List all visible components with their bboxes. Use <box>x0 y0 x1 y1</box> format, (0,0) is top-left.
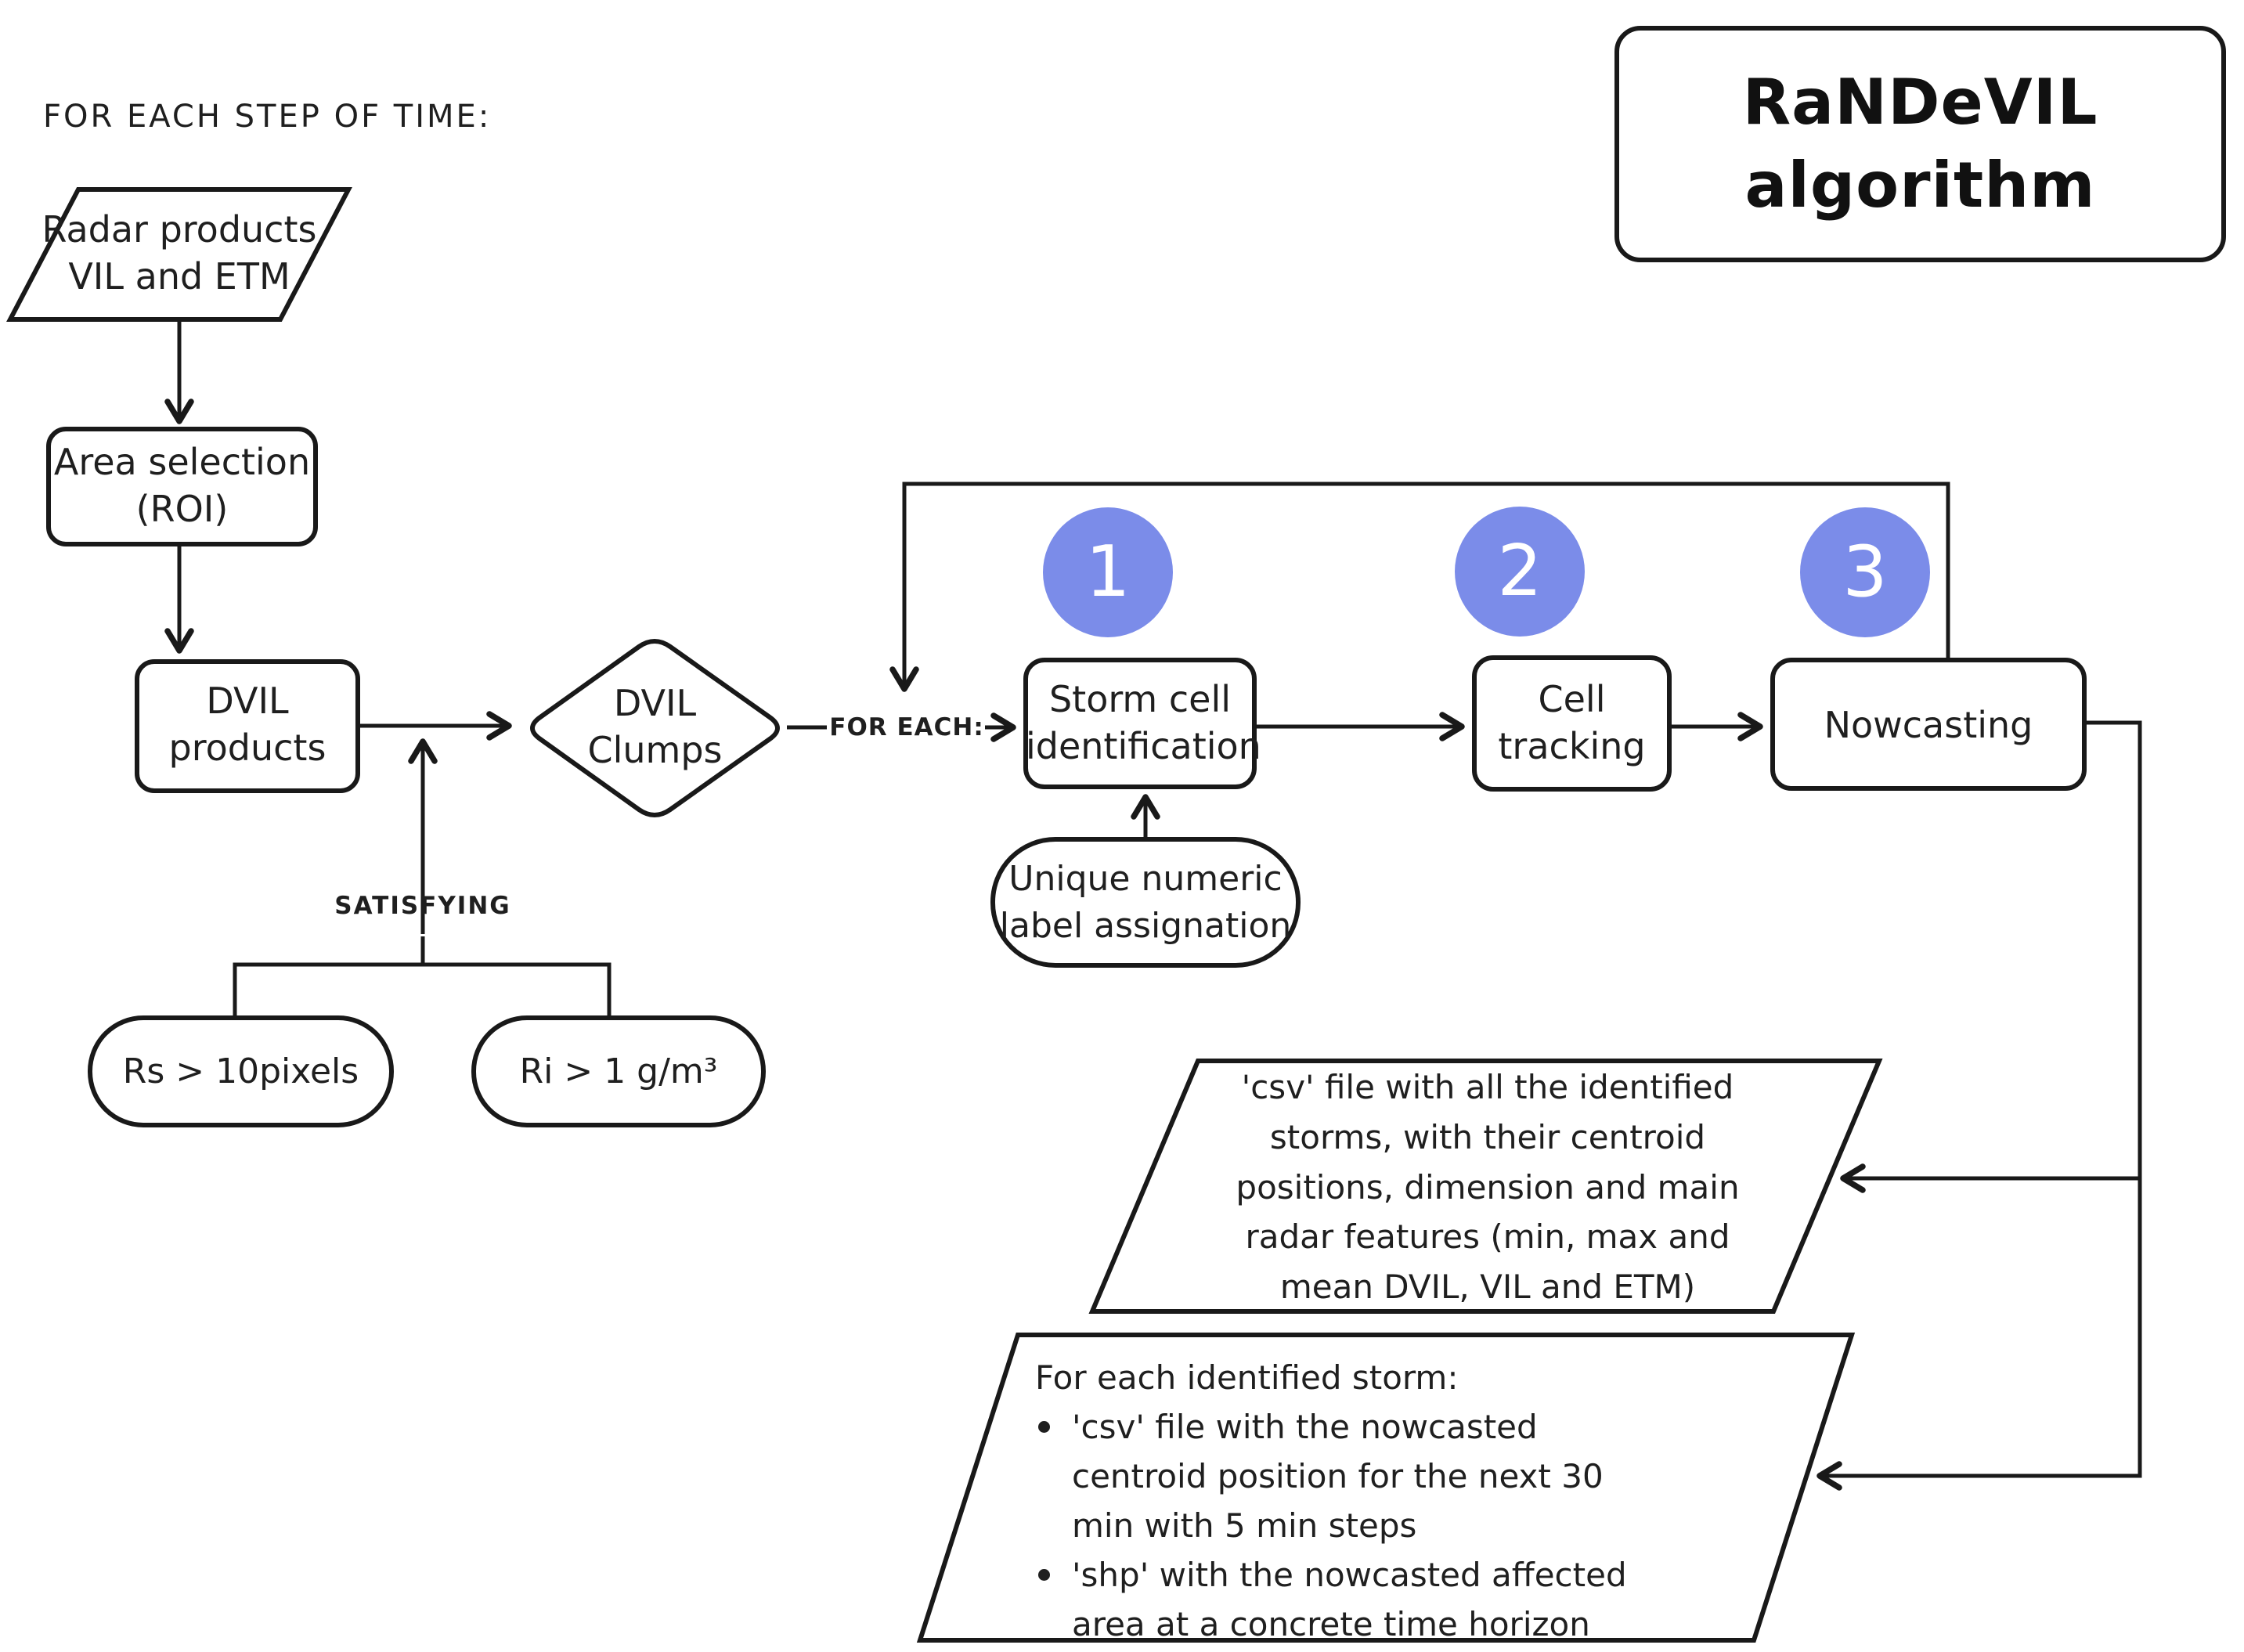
radar-input-label: Radar products VIL and ETM <box>41 208 317 298</box>
box-dvil-products <box>135 659 360 793</box>
output-nowcast-title: For each identified storm: <box>1035 1358 1459 1397</box>
bracket-conditions <box>233 936 612 1017</box>
box-nowcasting <box>1770 658 2087 791</box>
step-circle-3 <box>1800 507 1930 637</box>
dvil-clumps-label: DVIL Clumps <box>587 682 723 771</box>
output-nowcast-bullet-1: 'csv' file with the nowcasted centroid p… <box>1035 1402 1740 1550</box>
for-each-label: FOR EACH: <box>829 713 984 741</box>
bullet-dot-icon <box>1038 1569 1050 1581</box>
output-storms-csv-text: 'csv' file with all the identified storm… <box>1236 1068 1740 1307</box>
step-number-1: 1 <box>1085 531 1131 613</box>
dvil-products-label: DVIL products <box>168 680 326 769</box>
title-text: RaNDeVIL algorithm <box>1742 66 2098 222</box>
pill-condition-intensity <box>471 1015 766 1127</box>
condition-size-label: Rs > 10pixels <box>122 1051 359 1091</box>
box-title <box>1614 26 2226 262</box>
step-number-3: 3 <box>1842 531 1888 613</box>
storm-cell-identification-label: Storm cell identification <box>1026 678 1261 767</box>
step-circle-1 <box>1043 507 1173 637</box>
output-nowcast-bullet-2: 'shp' with the nowcasted affected area a… <box>1035 1550 1740 1649</box>
pill-unique-label <box>990 837 1301 968</box>
loopback-nowcasting-to-foreach <box>889 482 1950 692</box>
satisfying-label: SATISFYING <box>334 892 511 920</box>
parallelogram-output-nowcast <box>916 1333 1856 1643</box>
parallelogram-radar-input <box>6 187 352 322</box>
cell-tracking-label: Cell tracking <box>1498 678 1646 767</box>
box-cell-tracking <box>1472 655 1672 792</box>
pill-condition-size <box>88 1015 394 1127</box>
box-area-selection <box>46 427 318 546</box>
parallelogram-output-storms-csv <box>1088 1059 1883 1314</box>
loop-header-label: FOR EACH STEP OF TIME: <box>43 99 492 135</box>
bullet-dot-icon <box>1038 1421 1050 1433</box>
step-circle-2 <box>1455 507 1585 637</box>
unique-label-assignation-label: Unique numeric label assignation <box>999 859 1292 946</box>
step-number-2: 2 <box>1497 530 1542 612</box>
line-nowcasting-to-output2 <box>1816 720 2142 1491</box>
condition-intensity-label: Ri > 1 g/m³ <box>519 1051 718 1091</box>
diamond-dvil-clumps <box>530 639 780 817</box>
area-selection-label: Area selection (ROI) <box>53 441 311 530</box>
nowcasting-label: Nowcasting <box>1824 704 2033 746</box>
output-nowcast-text: For each identified storm: 'csv' file wi… <box>1035 1353 1740 1649</box>
box-storm-cell-identification <box>1023 658 1257 789</box>
